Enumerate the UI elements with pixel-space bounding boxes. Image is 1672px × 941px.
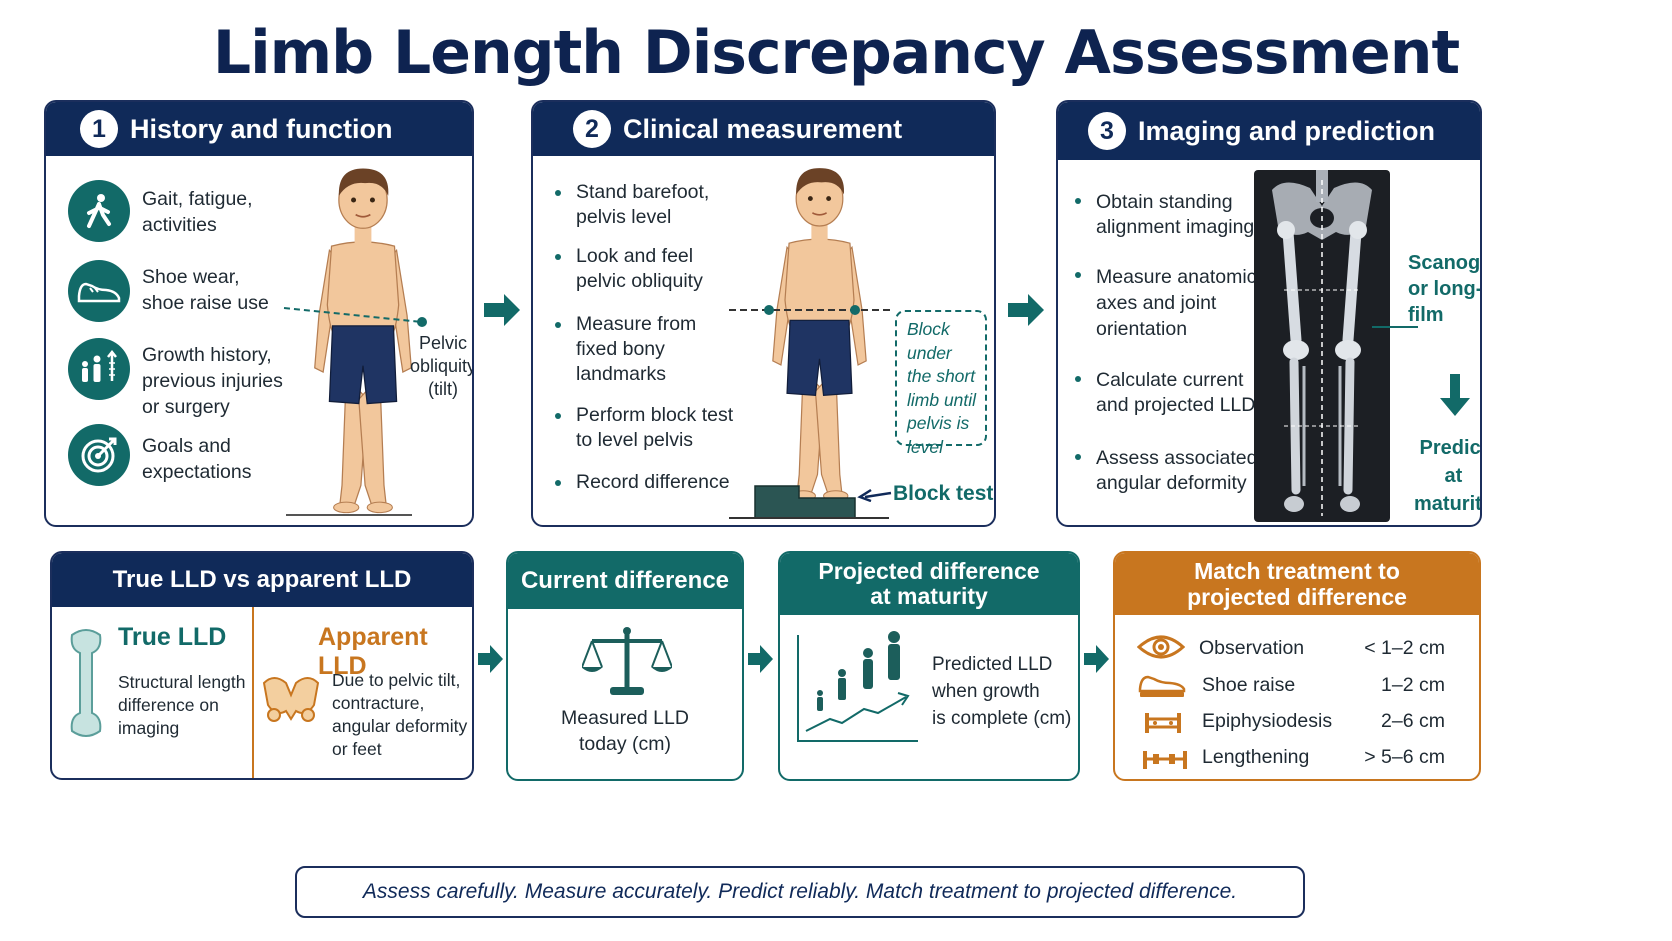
true-lld-title: True LLD <box>118 623 227 651</box>
lengthening-icon <box>1143 751 1187 769</box>
projected-heading-line2: at maturity <box>870 583 988 609</box>
treatment-observation-range: < 1–2 cm <box>1364 637 1445 659</box>
block-test-label: Block test <box>893 482 994 505</box>
panel-treatment: Match treatment to projected difference … <box>1113 551 1481 781</box>
block-test-pointer-icon <box>857 488 892 502</box>
bone-icon <box>70 629 102 737</box>
true-vs-apparent-heading: True LLD vs apparent LLD <box>112 566 412 593</box>
treatment-lengthening-label: Lengthening <box>1202 746 1310 768</box>
treatment-heading-line2: projected difference <box>1187 584 1407 610</box>
arrow-right-icon <box>1008 294 1044 326</box>
growth-family-icon <box>68 338 130 400</box>
pelvis-icon <box>262 677 320 722</box>
current-difference-heading: Current difference <box>520 567 730 594</box>
panel-imaging-prediction: 3 Imaging and prediction Obtain standing… <box>1056 100 1482 527</box>
treatment-epiphysiodesis-range: 2–6 cm <box>1381 710 1445 732</box>
walking-person-icon <box>68 180 130 242</box>
panel2-heading: Clinical measurement <box>623 113 903 144</box>
epiphysiodesis-icon <box>1145 713 1181 733</box>
arrow-right-icon <box>478 645 503 673</box>
arrow-down-icon <box>1440 374 1470 416</box>
projected-heading-line1: Projected difference <box>818 558 1040 584</box>
pelvic-obliquity-line <box>283 307 427 327</box>
history-item-shoe: Shoe wear,shoe raise use <box>142 266 269 314</box>
panel3-heading: Imaging and prediction <box>1138 115 1436 146</box>
panel1-heading: History and function <box>130 113 393 144</box>
divider <box>252 607 254 778</box>
step-number-2: 2 <box>573 110 611 148</box>
treatment-observation-label: Observation <box>1199 637 1305 659</box>
child-figure-pelvic-tilt <box>313 167 413 514</box>
shoe-icon <box>68 260 130 322</box>
page-title: Limb Length Discrepancy Assessment <box>212 18 1460 88</box>
arrow-right-icon <box>748 645 773 673</box>
scanogram-label: Scanogramor long-legfilm <box>1408 252 1482 326</box>
treatment-shoe-raise-range: 1–2 cm <box>1381 674 1445 696</box>
panel-true-vs-apparent: True LLD vs apparent LLD True LLD Struct… <box>50 551 474 780</box>
measure-bullet-1: Stand barefoot,pelvis level <box>576 181 710 228</box>
apparent-lld-description: Due to pelvic tilt,contracture,angular d… <box>332 670 468 759</box>
balance-scale-icon <box>582 627 672 695</box>
treatment-heading-line1: Match treatment to <box>1194 558 1400 584</box>
history-item-gait: Gait, fatigue,activities <box>142 188 253 236</box>
shoe-raise-icon <box>1138 675 1186 697</box>
panel-projected-difference: Projected difference at maturity Predict… <box>778 551 1080 781</box>
step-number-1: 1 <box>80 110 118 148</box>
arrow-right-icon <box>484 294 520 326</box>
growth-chart-icon <box>797 631 918 742</box>
apparent-lld-title: Apparent LLD <box>318 623 428 680</box>
panel-history-function: 1 History and function Gait, fatigue,act… <box>44 100 474 527</box>
treatment-epiphysiodesis-label: Epiphysiodesis <box>1202 710 1333 732</box>
panel-clinical-measurement: 2 Clinical measurement Stand barefoot,pe… <box>531 100 996 527</box>
summary-banner: Assess carefully. Measure accurately. Pr… <box>295 866 1305 918</box>
step-number-3: 3 <box>1088 112 1126 150</box>
long-leg-xray-image <box>1254 170 1390 522</box>
target-icon <box>68 424 130 486</box>
arrow-right-icon <box>1084 645 1109 673</box>
eye-icon <box>1137 635 1185 659</box>
block-icon <box>729 485 889 519</box>
child-figure-block-test <box>772 167 867 502</box>
pelvis-level-line <box>729 305 893 315</box>
treatment-lengthening-range: > 5–6 cm <box>1364 746 1445 768</box>
measure-bullet-5: Record difference <box>576 471 730 493</box>
treatment-shoe-raise-label: Shoe raise <box>1202 674 1296 696</box>
